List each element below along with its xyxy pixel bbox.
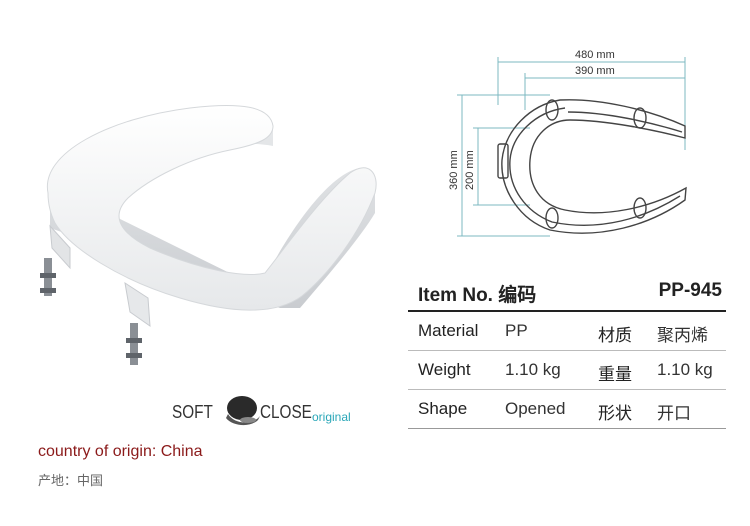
- soft-close-logo: SOFT CLOSE original: [172, 388, 372, 428]
- soft-close-original-text: original: [312, 410, 351, 424]
- spec-label: Material: [418, 321, 479, 340]
- spec-value: PP: [505, 321, 528, 340]
- width-inner-label: 390 mm: [575, 65, 615, 77]
- spec-value: Opened: [505, 399, 566, 418]
- spec-label-cn: 重量: [598, 365, 632, 384]
- dimension-diagram: 480 mm 390 mm 360 mm 200 mm: [448, 49, 687, 237]
- spec-value-cn: 聚丙烯: [657, 326, 708, 345]
- spec-value-cn: 开口: [657, 404, 691, 423]
- spec-table: Item No. 编码 PP-945 Material PP 材质 聚丙烯 We…: [408, 276, 726, 429]
- dimension-lines: [457, 57, 686, 237]
- toilet-seat-photo: [40, 104, 377, 365]
- width-outer-label: 480 mm: [575, 49, 615, 61]
- spec-label: Weight: [418, 360, 471, 379]
- spec-value-cn: 1.10 kg: [657, 360, 713, 379]
- spec-value: 1.10 kg: [505, 360, 561, 379]
- soft-close-lid-icon: [226, 396, 260, 426]
- item-number-value: PP-945: [658, 280, 722, 301]
- height-inner-label: 200 mm: [464, 150, 476, 190]
- spec-row-material: Material PP 材质 聚丙烯: [408, 312, 726, 351]
- soft-close-close-text: CLOSE: [260, 402, 312, 422]
- spec-row-shape: Shape Opened 形状 开口: [408, 390, 726, 429]
- origin-chinese: 产地：中国: [38, 473, 104, 488]
- seat-outline-drawing: [497, 99, 687, 234]
- spec-label-cn: 形状: [598, 404, 632, 423]
- spec-row-weight: Weight 1.10 kg 重量 1.10 kg: [408, 351, 726, 390]
- spec-header: Item No. 编码 PP-945: [408, 276, 726, 312]
- origin-english: country of origin: China: [38, 443, 203, 460]
- item-number-label: Item No. 编码: [418, 285, 537, 306]
- height-outer-label: 360 mm: [448, 150, 460, 190]
- soft-close-soft-text: SOFT: [172, 402, 213, 422]
- spec-label-cn: 材质: [598, 326, 632, 345]
- spec-label: Shape: [418, 399, 468, 418]
